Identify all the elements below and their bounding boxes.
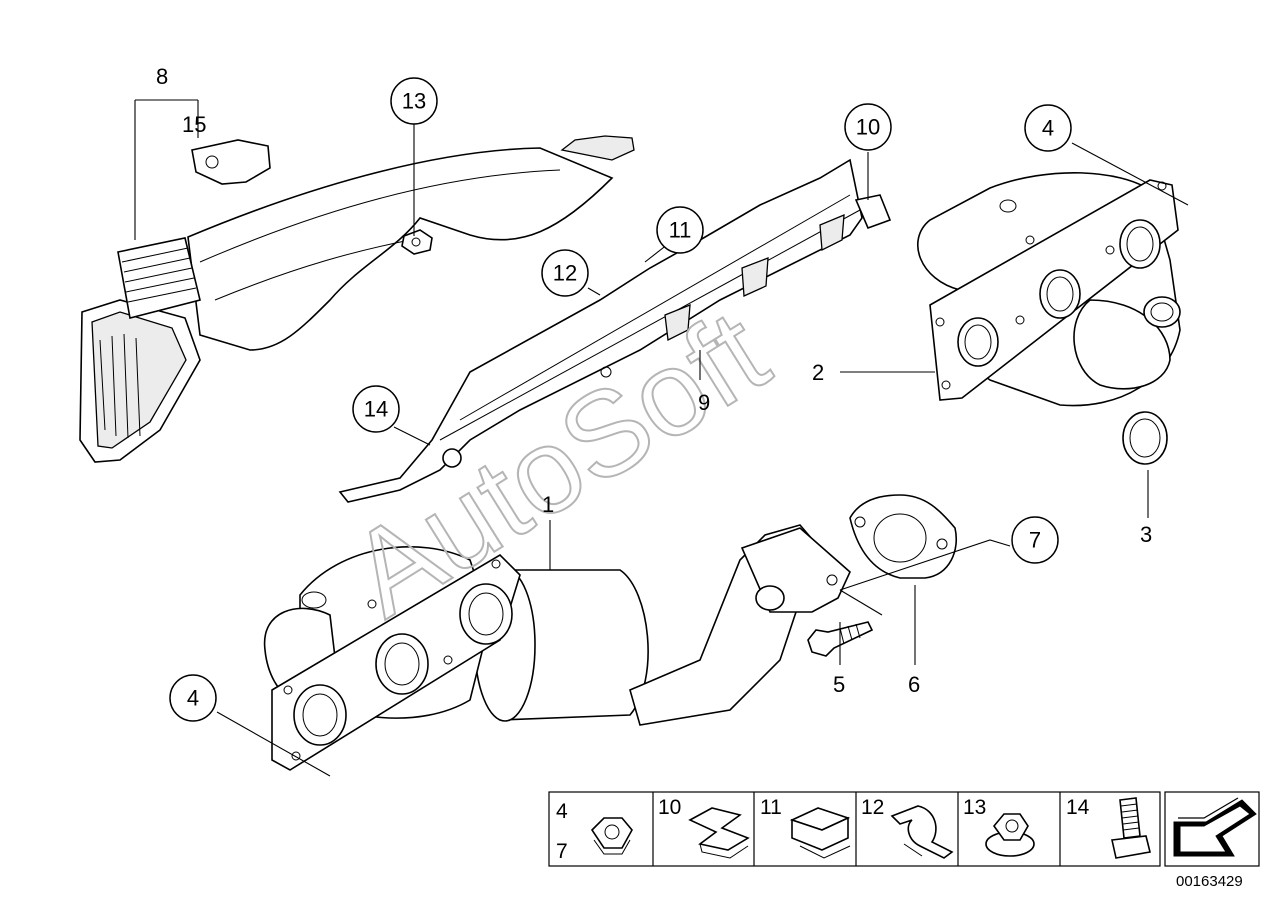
cable-clip-icon [890, 805, 954, 859]
heat-shield-part [338, 158, 892, 503]
svg-text:11: 11 [669, 218, 692, 243]
svg-text:14: 14 [364, 397, 388, 422]
leader-lines [134, 99, 1189, 777]
callout-1: 1 [542, 492, 554, 517]
callout-5: 5 [833, 672, 845, 697]
svg-text:7: 7 [1029, 528, 1041, 553]
legend-cell-10: 10 [658, 796, 750, 859]
legend-cell-11: 11 [760, 796, 851, 859]
parts-legend-table: 4 7 10 11 12 [548, 791, 1260, 867]
svg-text:10: 10 [658, 796, 681, 819]
svg-text:4: 4 [556, 800, 568, 823]
callout-12: 12 [541, 249, 589, 297]
legend-cell-13: 13 [963, 796, 1035, 857]
callout-14: 14 [352, 385, 400, 433]
callout-2: 2 [812, 360, 824, 385]
svg-text:11: 11 [760, 796, 782, 819]
callout-labels: 8 15 13 10 11 12 14 4 4 [156, 64, 1152, 722]
svg-text:4: 4 [187, 686, 199, 711]
callout-7: 7 [1011, 516, 1059, 564]
callout-13: 13 [390, 77, 438, 125]
callout-3: 3 [1140, 522, 1152, 547]
callout-11: 11 [656, 206, 704, 254]
callout-15: 15 [182, 112, 206, 137]
spring-clip-icon [688, 807, 750, 859]
callout-4-top: 4 [1024, 104, 1072, 152]
clip-nut-icon [789, 807, 851, 859]
legend-cell-12: 12 [861, 796, 954, 859]
flange-gasket-part [849, 494, 957, 579]
hex-nut-icon [590, 817, 633, 855]
svg-text:10: 10 [856, 115, 880, 140]
callout-4-bottom: 4 [169, 674, 217, 722]
svg-text:14: 14 [1066, 796, 1090, 819]
callout-6: 6 [908, 672, 920, 697]
svg-text:13: 13 [402, 89, 426, 114]
svg-text:7: 7 [556, 840, 568, 863]
exhaust-manifold-right-part [917, 172, 1181, 407]
direction-arrow-icon [1164, 791, 1260, 867]
callout-9: 9 [698, 390, 710, 415]
callout-10: 10 [844, 103, 892, 151]
catalytic-converter-part [263, 524, 851, 771]
svg-text:12: 12 [861, 796, 884, 819]
legend-cell-4-7: 4 7 [556, 800, 633, 863]
diagram-code: 00163429 [1176, 873, 1243, 890]
gasket-ring-part [1122, 411, 1168, 465]
svg-text:12: 12 [553, 261, 577, 286]
svg-text:4: 4 [1042, 116, 1054, 141]
callout-8: 8 [156, 64, 168, 89]
legend-cell-14: 14 [1066, 796, 1151, 859]
air-duct-part [79, 135, 635, 463]
flange-nut-icon [985, 813, 1035, 857]
bolt-icon [1111, 797, 1151, 859]
svg-text:13: 13 [963, 796, 986, 819]
